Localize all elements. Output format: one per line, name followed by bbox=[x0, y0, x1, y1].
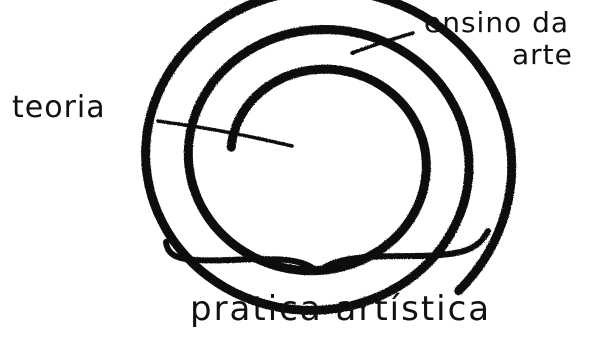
label-ensino-line2: arte bbox=[512, 38, 573, 71]
label-pratica-artistica: prática artística bbox=[190, 289, 491, 329]
label-ensino-line1: ensino da bbox=[424, 6, 569, 39]
label-teoria: teoria bbox=[12, 90, 106, 125]
teoria-leader-line bbox=[158, 121, 292, 146]
spiral-group bbox=[146, 0, 512, 310]
